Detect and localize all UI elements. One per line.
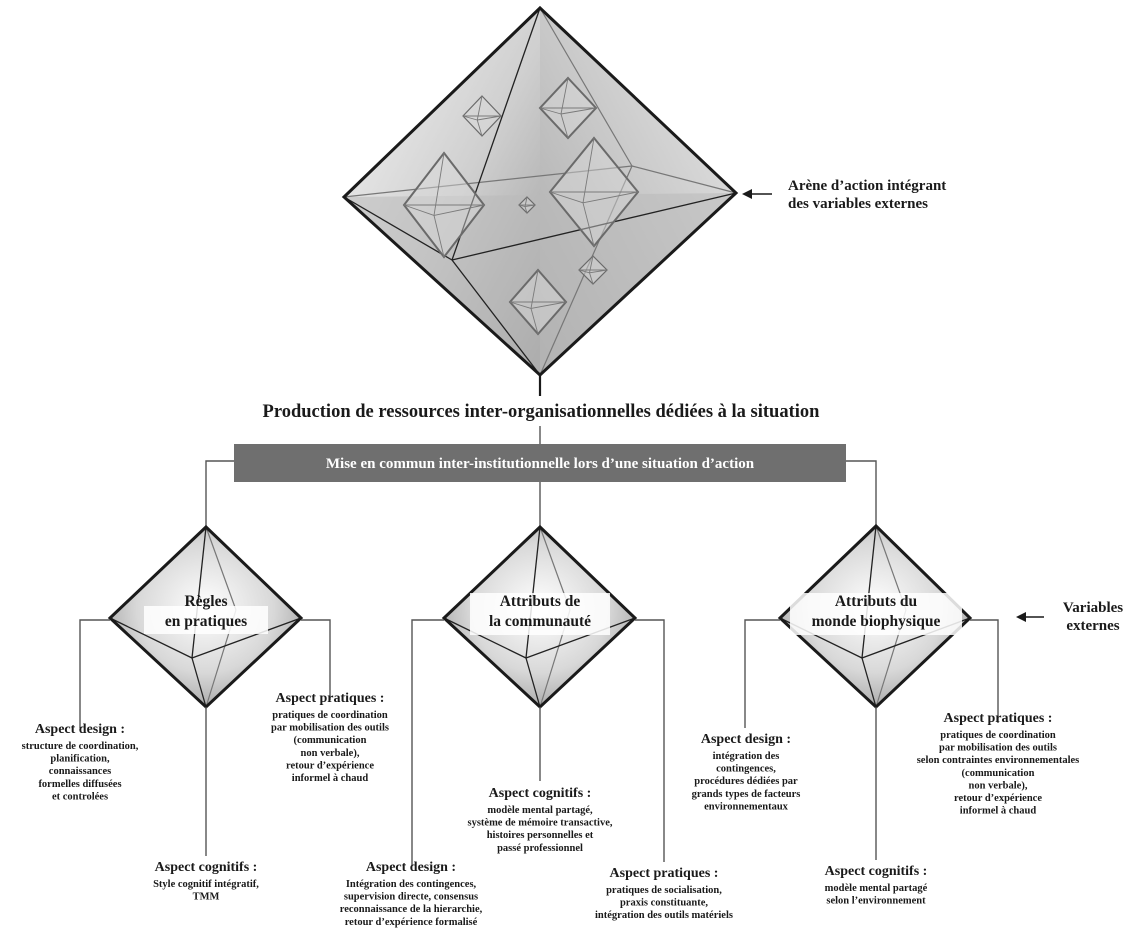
crystal-octahedron: [548, 136, 640, 248]
diamond-label-communaute-2: la communauté: [489, 613, 591, 630]
crystal-octahedron: [538, 76, 598, 140]
aspect-text-line: (communication: [294, 735, 367, 746]
aspect-text-line: contingences,: [716, 764, 776, 775]
group-regles: Règles en pratiques: [79, 524, 331, 856]
aspect-text-line: environnementaux: [704, 801, 789, 812]
aspect-title: Aspect pratiques :: [610, 866, 719, 881]
crystal-octahedron: [518, 196, 536, 214]
aspect-title: Aspect design :: [35, 722, 125, 737]
diamond-label-regles-1: Règles: [184, 593, 227, 610]
aspect-text-line: retour d’expérience: [954, 793, 1042, 804]
diamond-label-regles-2: en pratiques: [165, 613, 247, 630]
aspect-block: Aspect cognitifs : modèle mental partagé s…: [825, 864, 928, 907]
external-variables-line-2: externes: [1066, 618, 1119, 634]
aspect-text-line: modèle mental partagé,: [487, 805, 593, 816]
arrow-left-icon: [1016, 612, 1026, 622]
crystal-octahedron: [578, 255, 608, 285]
aspect-text-line: Intégration des contingences,: [346, 879, 477, 890]
diamond-label-biophysique-1: Attributs du: [835, 593, 918, 610]
aspect-text-line: pratiques de coordination: [940, 730, 1056, 741]
aspect-text-line: formelles diffusées: [38, 779, 121, 790]
aspect-text-line: intégration des: [713, 751, 780, 762]
aspect-title: Aspect cognitifs :: [155, 860, 258, 875]
aspect-text-line: reconnaissance de la hierarchie,: [340, 904, 483, 915]
diamond-label-communaute-1: Attributs de: [500, 593, 581, 610]
aspect-title: Aspect cognitifs :: [489, 786, 592, 801]
aspect-block: Aspect cognitifs : Style cognitif intégra…: [153, 860, 259, 903]
aspect-text-line: système de mémoire transactive,: [467, 818, 612, 829]
aspect-block: Aspect design : Intégration des contingen…: [340, 860, 483, 928]
aspect-text-line: modèle mental partagé: [825, 883, 928, 894]
arena-label: Arène d’action intégrant des variables e…: [742, 178, 946, 212]
aspect-block: Aspect pratiques : pratiques de coordinat…: [271, 691, 389, 784]
aspect-text-line: praxis constituante,: [620, 898, 708, 909]
production-title: Production de ressources inter-organisat…: [263, 402, 821, 422]
aspect-block: Aspect design : structure de coordination…: [22, 722, 139, 802]
aspect-text-line: par mobilisation des outils: [271, 723, 389, 734]
aspect-text-line: informel à chaud: [960, 806, 1037, 817]
aspect-text-line: intégration des outils matériels: [595, 910, 733, 921]
aspect-text-line: supervision directe, consensus: [344, 892, 478, 903]
group-communaute: Attributs de la communauté: [411, 524, 665, 865]
group-biophysique: Attributs du monde biophysique: [744, 523, 999, 860]
aspect-block: Aspect pratiques : pratiques de socialisa…: [595, 866, 733, 921]
arrow-left-icon: [742, 189, 752, 199]
aspect-text-line: passé professionnel: [497, 843, 583, 854]
aspect-text-line: connaissances: [49, 766, 111, 777]
crystal-octahedron: [508, 268, 568, 336]
aspect-text-line: histoires personnelles et: [487, 830, 594, 841]
aspect-text-line: selon l’environnement: [826, 896, 926, 907]
aspect-title: Aspect pratiques :: [944, 711, 1053, 726]
aspect-text-line: planification,: [50, 754, 110, 765]
arena-label-line-1: Arène d’action intégrant: [788, 178, 946, 194]
crystal-octahedron: [402, 151, 486, 259]
aspect-title: Aspect pratiques :: [276, 691, 385, 706]
aspect-text-line: (communication: [962, 768, 1035, 779]
aspect-text-line: procédures dédiées par: [694, 776, 798, 787]
aspect-block: Aspect pratiques : pratiques de coordinat…: [917, 711, 1080, 817]
inner-crystals: [402, 76, 640, 336]
external-variables-line-1: Variables: [1063, 600, 1123, 616]
external-variables-label: Variables externes: [1016, 600, 1123, 634]
aspect-text-line: et controlées: [52, 791, 108, 802]
aspect-text-line: TMM: [193, 892, 220, 903]
aspect-text-line: par mobilisation des outils: [939, 743, 1057, 754]
arena-label-line-2: des variables externes: [788, 196, 928, 212]
aspect-block: Aspect cognitifs : modèle mental partagé,…: [467, 786, 612, 854]
aspect-block: Aspect design : intégration des contingenc…: [692, 732, 801, 812]
pooling-band: Mise en commun inter-institutionnelle lo…: [234, 444, 846, 482]
aspect-text-line: structure de coordination,: [22, 741, 139, 752]
aspect-text-line: grands types de facteurs: [692, 789, 801, 800]
aspect-text-line: non verbale),: [301, 748, 360, 759]
pooling-band-text: Mise en commun inter-institutionnelle lo…: [326, 456, 755, 472]
aspect-text-line: informel à chaud: [292, 773, 369, 784]
aspect-title: Aspect design :: [701, 732, 791, 747]
aspect-text-line: Style cognitif intégratif,: [153, 879, 259, 890]
aspect-title: Aspect design :: [366, 860, 456, 875]
aspect-text-line: pratiques de coordination: [272, 710, 388, 721]
aspect-text-line: retour d’expérience formalisé: [345, 917, 478, 928]
aspect-text-line: pratiques de socialisation,: [606, 885, 722, 896]
aspect-text-line: non verbale),: [969, 780, 1028, 791]
diamond-label-biophysique-2: monde biophysique: [812, 613, 941, 630]
aspect-text-line: retour d’expérience: [286, 760, 374, 771]
aspect-text-line: selon contraintes environnementales: [917, 755, 1080, 766]
aspect-title: Aspect cognitifs :: [825, 864, 928, 879]
crystal-octahedron: [462, 95, 502, 137]
aspect-blocks: Aspect design : structure de coordination…: [22, 691, 1080, 928]
